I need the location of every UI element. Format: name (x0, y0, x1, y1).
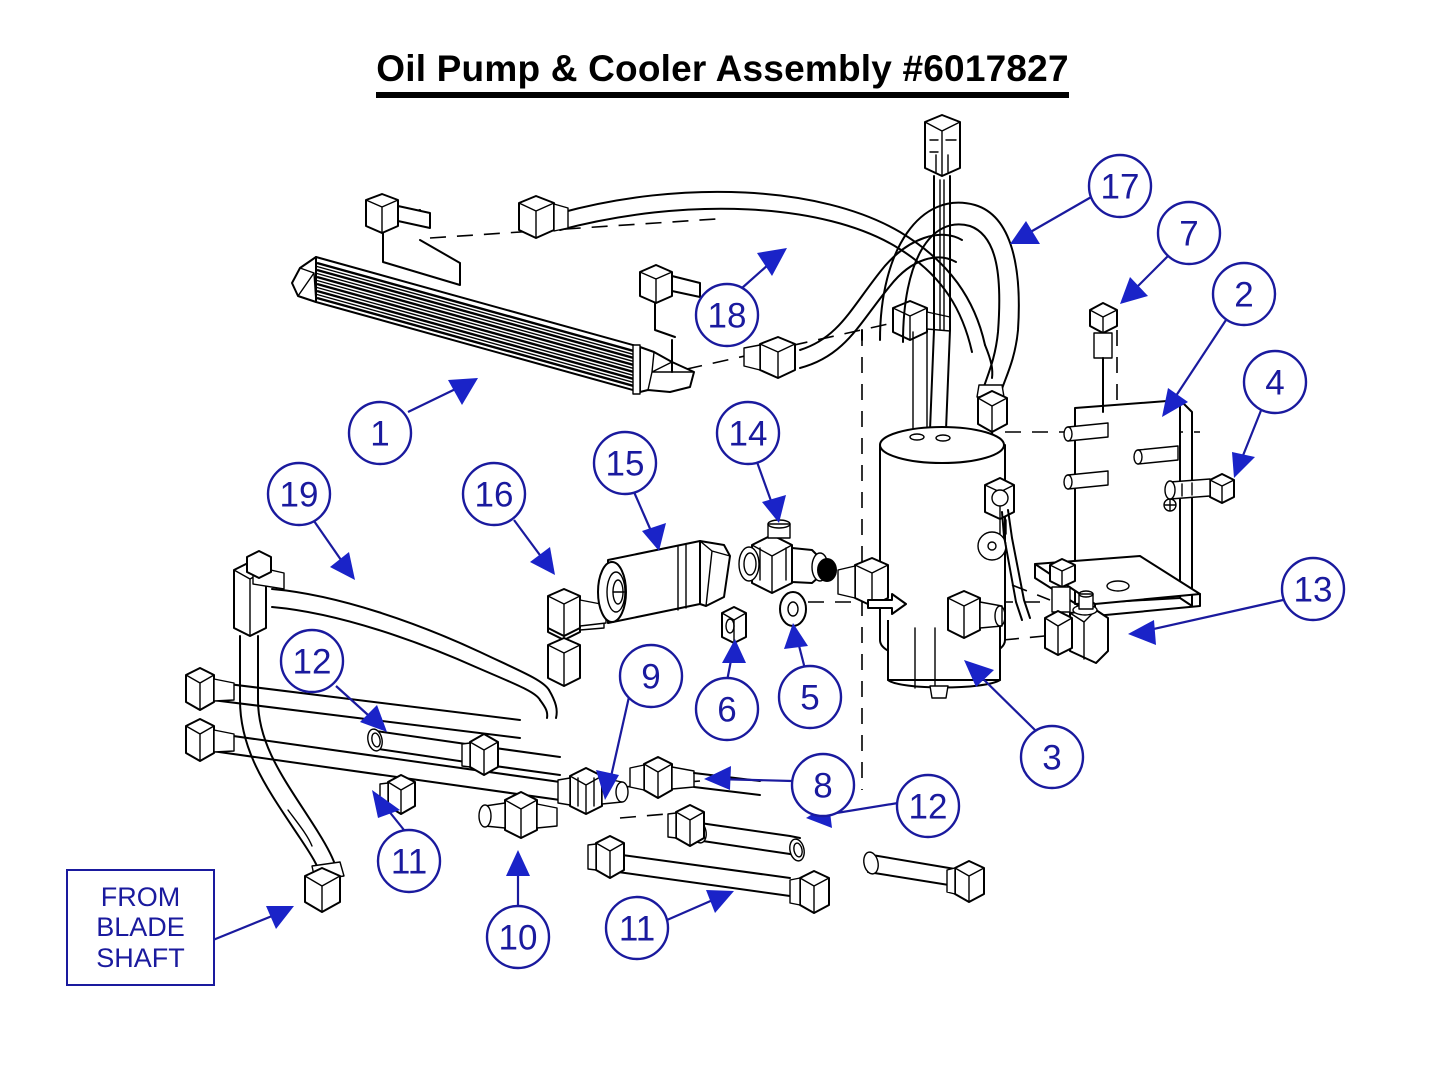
callout-balloon-hose-19[interactable]: 19 (266, 461, 332, 527)
callout-balloon-mounting-bracket[interactable]: 2 (1211, 261, 1277, 327)
balloon-number: 11 (391, 843, 427, 882)
balloon-number: 3 (1042, 739, 1061, 778)
cross-fitting-part9 (557, 767, 629, 815)
balloon-number: 12 (909, 788, 948, 827)
balloon-circle (347, 400, 413, 466)
from-blade-shaft-note: FROM BLADE SHAFT (66, 869, 215, 986)
elbow-fitting-part13 (1044, 590, 1109, 664)
balloon-number: 5 (800, 679, 819, 718)
lower-right-hoses (587, 804, 985, 914)
balloon-number: 4 (1265, 364, 1284, 403)
callout-leaders (212, 195, 1284, 942)
callout-balloon-hose-11-right[interactable]: 11 (604, 895, 670, 961)
balloon-circle (485, 904, 551, 970)
balloon-circle (279, 628, 345, 694)
washer-part5 (779, 591, 807, 627)
tee-fitting-part14 (738, 519, 837, 594)
balloon-number: 2 (1234, 276, 1253, 315)
balloon-number: 16 (475, 476, 514, 515)
balloon-number: 14 (729, 415, 768, 454)
balloon-circle (376, 828, 442, 894)
balloon-number: 7 (1179, 215, 1198, 254)
hose-19-part (233, 550, 605, 719)
balloon-circle (592, 430, 658, 496)
balloon-circle (895, 773, 961, 839)
balloon-number: 19 (280, 476, 319, 515)
balloon-number: 9 (641, 658, 660, 697)
callout-balloon-bolt[interactable]: 4 (1242, 349, 1308, 415)
note-line-1: FROM (100, 882, 181, 913)
hose-18-part (518, 190, 994, 379)
diagram-title: Oil Pump & Cooler Assembly #6017827 (0, 48, 1445, 98)
callout-balloon-filter-body[interactable]: 15 (592, 430, 658, 496)
balloon-number: 6 (717, 691, 736, 730)
callout-balloon-elbow-fitting-13[interactable]: 13 (1280, 556, 1346, 622)
callout-balloon-fitting-16[interactable]: 16 (461, 461, 527, 527)
balloon-circle (1087, 153, 1153, 219)
hose-17-part (879, 114, 1020, 526)
callout-balloon-hex-bolt[interactable]: 7 (1156, 200, 1222, 266)
blade-shaft-hose (239, 635, 345, 913)
balloon-circle (266, 461, 332, 527)
callout-balloon-cross-fitting[interactable]: 9 (618, 643, 684, 709)
callout-balloon-hose-17[interactable]: 17 (1087, 153, 1153, 219)
balloon-circle (790, 752, 856, 818)
balloon-circle (694, 282, 760, 348)
balloon-number: 8 (813, 767, 832, 806)
hex-bolt-part7 (1089, 302, 1118, 413)
balloon-number: 10 (499, 919, 538, 958)
note-line-3: SHAFT (96, 942, 185, 973)
balloon-circle (604, 895, 670, 961)
callout-balloon-oil-pump[interactable]: 3 (1019, 724, 1085, 790)
coupler-part8 (629, 756, 761, 799)
balloon-circle (1156, 200, 1222, 266)
callout-balloon-hose-18[interactable]: 18 (694, 282, 760, 348)
balloon-circle (1242, 349, 1308, 415)
filter-body-part15 (597, 540, 731, 624)
note-line-2: BLADE (96, 912, 185, 943)
balloon-circle (1280, 556, 1346, 622)
callout-balloon-hose-11-left[interactable]: 11 (376, 828, 442, 894)
callout-balloon-tee-fitting[interactable]: 14 (715, 400, 781, 466)
diagram-title-text: Oil Pump & Cooler Assembly #6017827 (376, 48, 1069, 98)
elbow-fitting-part10 (478, 791, 558, 839)
balloon-number: 1 (370, 415, 389, 454)
bolt-part4 (1164, 473, 1235, 504)
balloon-circle (1211, 261, 1277, 327)
balloon-number: 17 (1101, 168, 1140, 207)
mounting-bracket-part2 (1034, 399, 1201, 617)
balloon-circle (618, 643, 684, 709)
oil-pump-part3 (837, 426, 1031, 699)
callout-balloon-nut[interactable]: 6 (694, 676, 760, 742)
balloon-number: 12 (293, 643, 332, 682)
callout-balloon-hose-12-left[interactable]: 12 (279, 628, 345, 694)
balloon-number: 13 (1294, 571, 1333, 610)
balloon-number: 11 (619, 910, 655, 949)
balloon-circle (1019, 724, 1085, 790)
balloon-number: 15 (606, 445, 645, 484)
balloon-circle (461, 461, 527, 527)
nut-part6 (721, 606, 747, 644)
callout-balloon-elbow-fitting[interactable]: 10 (485, 904, 551, 970)
balloon-circle (777, 664, 843, 730)
balloon-circle (715, 400, 781, 466)
balloon-number: 18 (708, 297, 747, 336)
callout-balloon-hose-12-right[interactable]: 12 (895, 773, 961, 839)
oil-cooler-part1 (291, 193, 701, 395)
callout-balloon-oil-cooler[interactable]: 1 (347, 400, 413, 466)
callout-balloon-washer[interactable]: 5 (777, 664, 843, 730)
balloon-circle (694, 676, 760, 742)
callout-balloon-coupling[interactable]: 8 (790, 752, 856, 818)
